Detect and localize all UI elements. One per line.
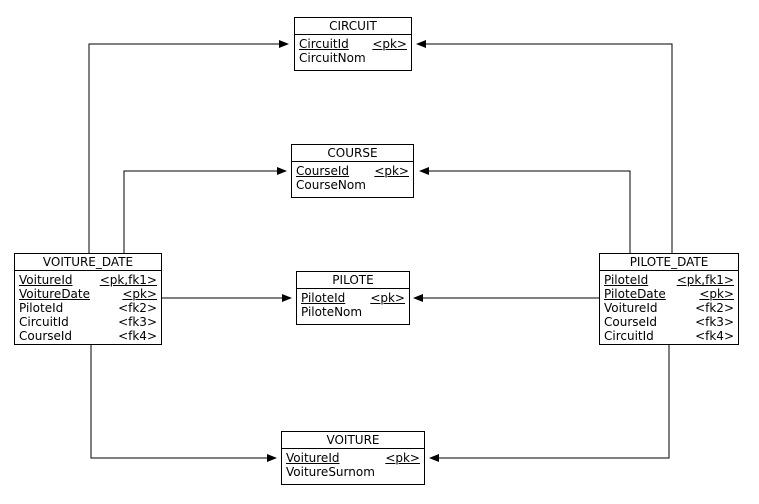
entity-voiture[interactable]: VOITURE VoitureId <pk> VoitureSurnom [281,431,425,485]
attribute-row: CircuitId <pk> [299,37,407,51]
link-voiture-date-course [123,167,287,253]
attribute-name: CourseId [19,329,73,343]
entity-title: VOITURE_DATE [15,254,161,271]
entity-pilote[interactable]: PILOTE PiloteId <pk> PiloteNom [296,271,410,325]
attribute-name: VoitureId [286,451,340,465]
attribute-name: VoitureSurnom [286,465,375,479]
attribute-row: CircuitId <fk4> [604,329,734,343]
attribute-row: CircuitNom [299,51,407,65]
attribute-row: CourseId <pk> [296,164,409,178]
attribute-name: PiloteId [301,291,346,305]
link-voiture-date-voiture [90,345,277,462]
attribute-key: <fk3> [118,315,157,329]
attribute-row: PiloteDate <pk> [604,287,734,301]
entity-title: PILOTE [297,272,409,289]
attribute-name: CourseNom [296,178,366,192]
attribute-name: VoitureDate [19,287,90,301]
entity-title: CIRCUIT [295,18,411,35]
attribute-key: <fk4> [118,329,157,343]
attribute-row: PiloteId <fk2> [19,301,157,315]
attribute-key: <pk> [122,287,157,301]
link-pilote-date-course [419,167,631,253]
attribute-name: CircuitId [299,37,349,51]
entity-title: COURSE [292,145,413,162]
attribute-row: CourseId <fk3> [604,315,734,329]
attribute-key: <pk> [374,164,409,178]
attribute-key: <pk,fk1> [676,273,734,287]
attribute-name: PiloteNom [301,305,363,319]
entity-title: VOITURE [282,432,424,449]
attribute-key: <fk2> [695,301,734,315]
attribute-row: VoitureId <fk2> [604,301,734,315]
attribute-row: CircuitId <fk3> [19,315,157,329]
link-pilote-date-circuit [416,40,673,253]
attribute-row: PiloteNom [301,305,405,319]
attribute-key: <pk> [370,291,405,305]
attribute-key: <fk3> [695,315,734,329]
entity-course[interactable]: COURSE CourseId <pk> CourseNom [291,144,414,198]
entity-circuit[interactable]: CIRCUIT CircuitId <pk> CircuitNom [294,17,412,71]
attribute-name: CourseId [604,315,658,329]
attribute-name: CircuitId [19,315,69,329]
attribute-row: VoitureDate <pk> [19,287,157,301]
attribute-row: CourseNom [296,178,409,192]
attribute-key: <pk> [372,37,407,51]
attribute-row: CourseId <fk4> [19,329,157,343]
attribute-row: PiloteId <pk,fk1> [604,273,734,287]
attribute-row: VoitureId <pk,fk1> [19,273,157,287]
entity-pilote-date[interactable]: PILOTE_DATE PiloteId <pk,fk1> PiloteDate… [599,253,739,345]
attribute-name: PiloteId [604,273,649,287]
attribute-row: PiloteId <pk> [301,291,405,305]
attribute-key: <pk,fk1> [99,273,157,287]
attribute-name: PiloteId [19,301,64,315]
attribute-row: VoitureId <pk> [286,451,420,465]
attribute-name: CircuitId [604,329,654,343]
link-pilote-date-voiture [429,345,670,462]
attribute-name: CourseId [296,164,350,178]
attribute-name: VoitureId [604,301,658,315]
attribute-name: VoitureId [19,273,73,287]
attribute-key: <pk> [699,287,734,301]
attribute-name: CircuitNom [299,51,366,65]
link-voiture-date-circuit [88,40,289,253]
entity-title: PILOTE_DATE [600,254,738,271]
attribute-name: PiloteDate [604,287,666,301]
entity-voiture-date[interactable]: VOITURE_DATE VoitureId <pk,fk1> VoitureD… [14,253,162,345]
attribute-key: <fk2> [118,301,157,315]
attribute-row: VoitureSurnom [286,465,420,479]
attribute-key: <fk4> [695,329,734,343]
attribute-key: <pk> [385,451,420,465]
